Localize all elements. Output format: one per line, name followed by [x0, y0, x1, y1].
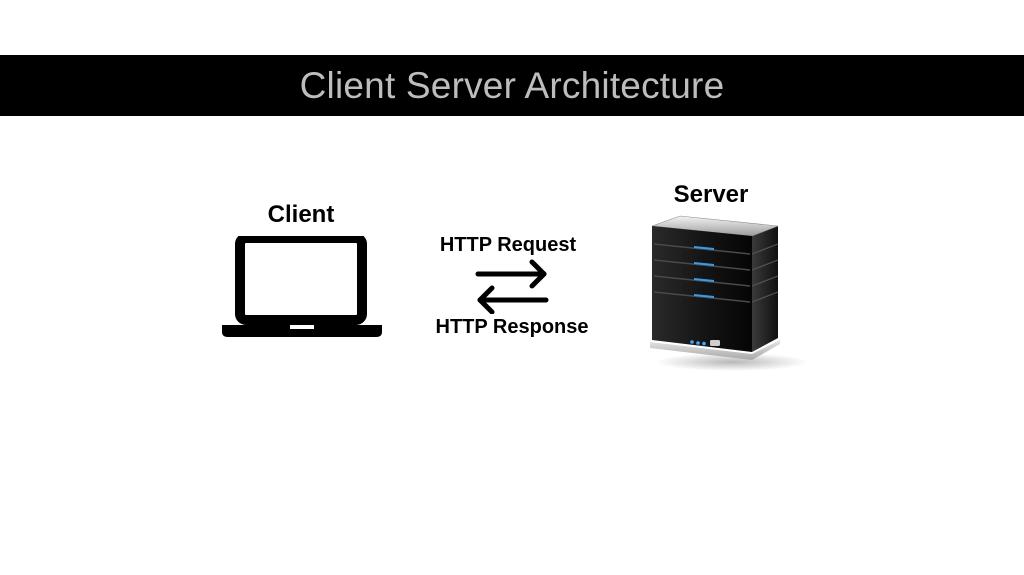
response-arrow-icon	[477, 285, 549, 314]
http-request-label: HTTP Request	[439, 234, 577, 256]
title-bar: Client Server Architecture	[0, 55, 1024, 116]
laptop-screen	[235, 236, 367, 325]
server-base	[650, 340, 780, 360]
http-response-label: HTTP Response	[435, 316, 589, 338]
laptop-icon	[222, 236, 382, 337]
client-label: Client	[267, 201, 335, 228]
server-side-panel	[752, 226, 778, 352]
server-label: Server	[673, 181, 749, 208]
server-power-button	[710, 340, 720, 346]
exchange-arrows	[475, 259, 549, 314]
server-side-bays	[751, 243, 779, 303]
laptop-notch	[290, 325, 314, 329]
server-shadow	[656, 353, 806, 371]
server-front-panel	[652, 226, 752, 352]
request-arrow-icon	[475, 259, 547, 289]
server-rack-icon	[650, 215, 806, 371]
server-status-lights	[690, 340, 706, 346]
diagram-title: Client Server Architecture	[299, 64, 725, 106]
server-drive-bays	[653, 243, 751, 303]
server-led-strips	[694, 246, 714, 298]
laptop-base	[222, 325, 382, 337]
